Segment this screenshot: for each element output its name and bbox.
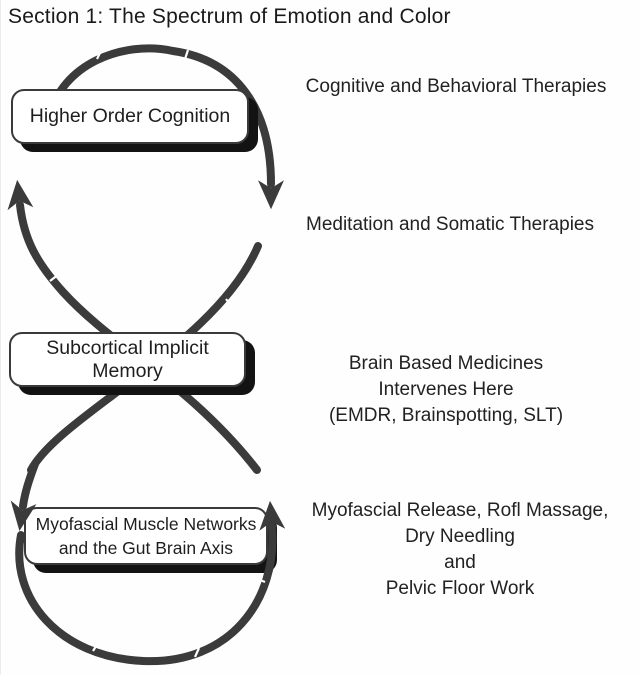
node-label: Subcortical Implicit (46, 336, 209, 359)
node-label: Myofascial Muscle Networks (35, 514, 257, 534)
segment-nick (254, 576, 266, 584)
node-label: Memory (92, 359, 163, 382)
label-line: Myofascial Release, Rofl Massage, (311, 500, 609, 521)
label-line: Cognitive and Behavioral Therapies (305, 76, 607, 97)
label-line: (EMDR, Brainspotting, SLT) (328, 405, 564, 426)
label-line: Dry Needling (405, 526, 515, 547)
segment-nick (96, 46, 104, 60)
label-line: Pelvic Floor Work (385, 578, 535, 599)
node-label: Higher Order Cognition (29, 105, 231, 127)
node-label: and the Gut Brain Axis (58, 538, 234, 558)
page-title: Section 1: The Spectrum of Emotion and C… (8, 5, 451, 28)
label-brain-based-medicines: Brain Based Medicines Intervenes Here (E… (299, 351, 593, 429)
down-left-arrowhead (10, 460, 39, 531)
label-line: Brain Based Medicines (348, 353, 544, 374)
segment-nick (193, 647, 201, 658)
label-line: Meditation and Somatic Therapies (306, 214, 594, 235)
node-myofascial-networks-gut-brain-axis: Myofascial Muscle Networks and the Gut B… (24, 507, 268, 565)
label-meditation-somatic-therapies: Meditation and Somatic Therapies (287, 214, 613, 236)
node-higher-order-cognition: Higher Order Cognition (11, 89, 249, 144)
segment-nick (147, 385, 155, 396)
node-subcortical-implicit-memory: Subcortical Implicit Memory (9, 332, 246, 387)
label-line: and (444, 552, 476, 573)
segment-nick (49, 273, 60, 282)
segment-nick (225, 298, 233, 308)
segment-nick (8, 590, 19, 598)
label-cognitive-behavioral-therapies: Cognitive and Behavioral Therapies (287, 76, 625, 98)
label-myofascial-release-bodywork: Myofascial Release, Rofl Massage, Dry Ne… (292, 498, 628, 602)
label-line: Intervenes Here (378, 379, 514, 400)
segment-nick (182, 49, 190, 63)
segment-nick (92, 642, 99, 652)
